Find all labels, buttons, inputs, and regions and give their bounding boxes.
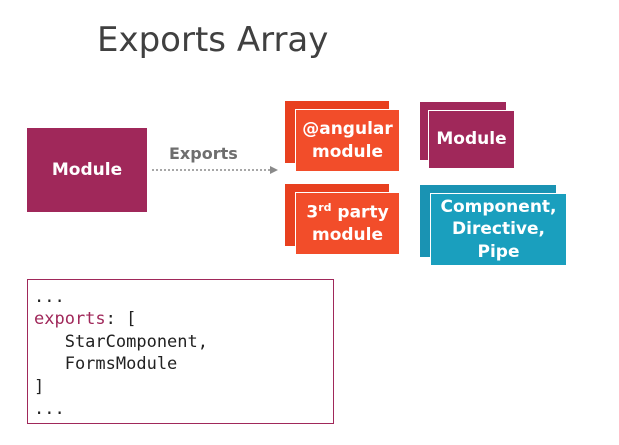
source-module-label: Module (51, 159, 123, 180)
code-line-2: exports: [ (34, 309, 137, 330)
code-line-1: ... (34, 287, 65, 307)
pipe-line: Pipe (477, 241, 520, 262)
exports-arrow (152, 166, 278, 174)
code-line-5: ] (34, 376, 45, 397)
third-party-module-line1: 3rd party (306, 201, 389, 223)
exports-arrow-label: Exports (169, 144, 238, 163)
component-directive-pipe-stack: Component, Directive, Pipe (420, 185, 568, 267)
third-party-module-card: 3rd party module (295, 192, 399, 254)
third-party-module-line2: module (311, 224, 384, 245)
module-stack: Module (420, 102, 516, 170)
component-card: Component, Directive, Pipe (430, 193, 566, 265)
exports-keyword: exports (34, 309, 106, 330)
code-line-6: ... (34, 399, 65, 420)
code-line-4: FormsModule (34, 354, 178, 375)
angular-module-stack: @angular module (285, 101, 401, 173)
component-line: Component, (440, 197, 557, 218)
module-card: Module (428, 110, 514, 168)
code-snippet: ... exports: [ StarComponent, FormsModul… (27, 279, 334, 424)
code-line-3: StarComponent, (34, 331, 208, 352)
angular-module-card: @angular module (295, 109, 399, 171)
directive-line: Directive, (452, 219, 545, 240)
source-module-box: Module (27, 128, 147, 212)
module-card-label: Module (436, 129, 507, 150)
slide-title: Exports Array (97, 20, 329, 60)
angular-module-line1: @angular (302, 119, 393, 140)
third-party-module-stack: 3rd party module (285, 184, 401, 256)
angular-module-line2: module (311, 141, 384, 162)
